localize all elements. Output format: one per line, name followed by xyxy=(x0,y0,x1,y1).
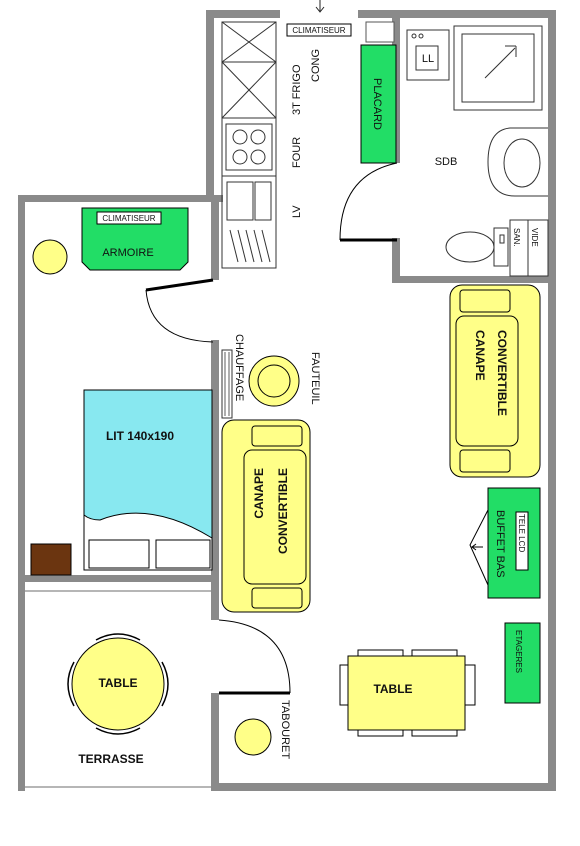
fauteuil: FAUTEUIL xyxy=(248,352,321,407)
tabouret: TABOURET xyxy=(234,700,291,759)
svg-text:TELE LCD: TELE LCD xyxy=(517,514,526,552)
terrace-outline xyxy=(25,590,211,788)
svg-text:LIT 140x190: LIT 140x190 xyxy=(106,429,174,443)
svg-text:FAUTEUIL: FAUTEUIL xyxy=(309,352,321,405)
svg-text:CLIMATISEUR: CLIMATISEUR xyxy=(292,26,345,35)
kitchen-counter xyxy=(221,21,277,269)
chauffage: CHAUFFAGE xyxy=(221,334,245,419)
terrace-door xyxy=(218,619,291,695)
terrace-table: TABLE TERRASSE xyxy=(67,633,169,766)
bathroom-labels: LL SDB SAN. VIDE xyxy=(422,53,539,247)
bedroom-door xyxy=(145,278,214,343)
svg-text:TERRASSE: TERRASSE xyxy=(78,752,143,766)
entrance-arrow xyxy=(315,0,325,13)
climatiseur-top: CLIMATISEUR xyxy=(286,23,352,37)
svg-text:CLIMATISEUR: CLIMATISEUR xyxy=(102,214,155,223)
svg-text:PLACARD: PLACARD xyxy=(371,78,383,130)
bathroom xyxy=(406,25,549,277)
bedroom-stool xyxy=(32,239,68,275)
buffet-bas: TELE LCD BUFFET BAS xyxy=(469,487,541,599)
svg-text:TABLE: TABLE xyxy=(98,676,137,690)
kitchen-labels: 3T FRIGO CONG FOUR LV xyxy=(291,49,322,218)
svg-text:CHAUFFAGE: CHAUFFAGE xyxy=(233,334,245,401)
svg-text:ARMOIRE: ARMOIRE xyxy=(102,247,153,259)
svg-text:LL: LL xyxy=(422,53,434,65)
svg-text:SAN.: SAN. xyxy=(512,228,521,247)
climatiseur-room: CLIMATISEUR xyxy=(96,211,162,225)
svg-text:ETAGERES: ETAGERES xyxy=(514,630,523,673)
svg-text:CANAPE: CANAPE xyxy=(473,330,487,381)
svg-text:CONVERTIBLE: CONVERTIBLE xyxy=(276,468,290,554)
svg-text:VIDE: VIDE xyxy=(530,228,539,247)
svg-text:LV: LV xyxy=(291,205,303,218)
placard: PLACARD xyxy=(360,44,397,164)
svg-text:TABOURET: TABOURET xyxy=(279,700,291,759)
svg-text:TABLE: TABLE xyxy=(373,682,412,696)
svg-text:SDB: SDB xyxy=(435,156,458,168)
canape-middle: CANAPE CONVERTIBLE xyxy=(221,419,311,613)
svg-text:FOUR: FOUR xyxy=(291,137,303,168)
svg-text:CONVERTIBLE: CONVERTIBLE xyxy=(495,330,509,416)
svg-text:CONG: CONG xyxy=(310,49,322,82)
living-table: TABLE xyxy=(339,649,476,737)
night-table xyxy=(30,543,72,576)
bathroom-door xyxy=(339,162,398,242)
placard-shelf xyxy=(365,21,395,43)
etageres: ETAGERES xyxy=(504,622,541,704)
bed: LIT 140x190 xyxy=(83,389,213,571)
svg-text:CANAPE: CANAPE xyxy=(252,468,266,519)
svg-text:3T FRIGO: 3T FRIGO xyxy=(291,64,303,115)
canape-right: CANAPE CONVERTIBLE xyxy=(449,284,541,478)
svg-text:BUFFET BAS: BUFFET BAS xyxy=(494,510,506,578)
